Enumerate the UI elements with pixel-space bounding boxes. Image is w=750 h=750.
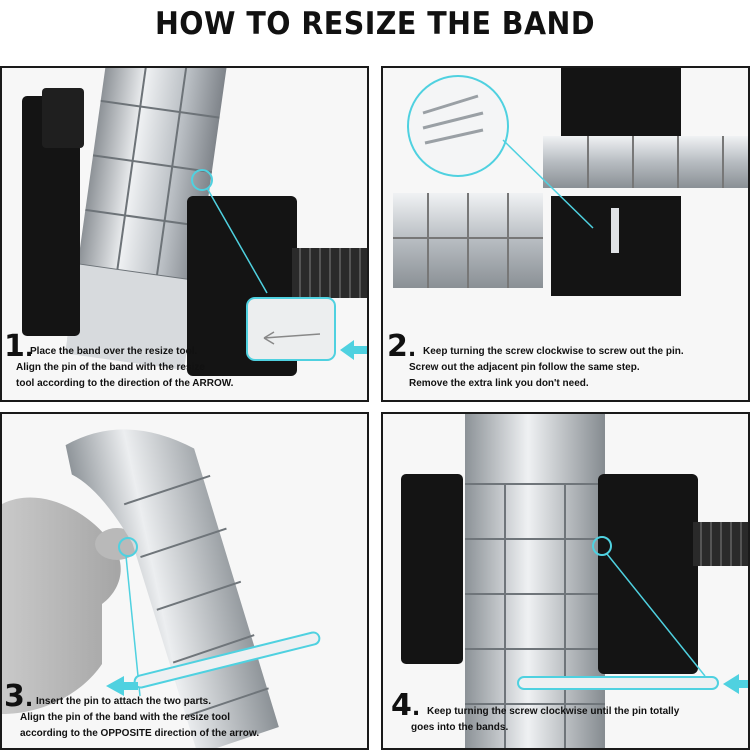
step-3-number: 3.: [4, 679, 34, 714]
step-3-line: Align the pin of the band with the resiz…: [20, 712, 230, 723]
step-4-number: 4.: [391, 688, 421, 723]
step-1-illustration: [22, 68, 367, 376]
step-3-instructions: Insert the pin to attach the two parts. …: [20, 694, 259, 742]
step-2-panel: 2. Keep turning the screw clockwise to s…: [381, 66, 750, 402]
step-3-line: according to the OPPOSITE direction of t…: [20, 728, 260, 739]
step-4-illustration: [401, 414, 748, 748]
step-2-number: 2.: [387, 329, 417, 364]
step-1-line: Place the band over the resize tool.: [30, 346, 198, 357]
step-2-line: Keep turning the screw clockwise to scre…: [423, 346, 684, 357]
step-1-number: 1.: [4, 329, 34, 364]
step-3-line: Insert the pin to attach the two parts.: [36, 696, 212, 707]
page-title: HOW TO RESIZE THE BAND: [154, 6, 596, 42]
step-4-panel: 4. Keep turning the screw clockwise unti…: [381, 412, 750, 750]
step-2-illustration: [393, 68, 748, 296]
step-2-line: Remove the extra link you don't need.: [409, 378, 589, 389]
step-4-line: goes into the bands.: [411, 722, 509, 733]
step-2-line: Screw out the adjacent pin follow the sa…: [409, 362, 640, 373]
step-1-line: tool according to the direction of the A…: [16, 378, 234, 389]
step-1-panel: 1. Place the band over the resize tool. …: [0, 66, 369, 402]
step-1-instructions: Place the band over the resize tool. Ali…: [16, 344, 233, 392]
step-4-instructions: Keep turning the screw clockwise until t…: [411, 704, 680, 736]
step-3-illustration: [2, 429, 321, 748]
step-3-panel: 3. Insert the pin to attach the two part…: [0, 412, 369, 750]
step-4-line: Keep turning the screw clockwise until t…: [427, 706, 680, 717]
step-2-instructions: Keep turning the screw clockwise to scre…: [409, 344, 684, 392]
step-1-line: Align the pin of the band with the resiz…: [16, 362, 205, 373]
